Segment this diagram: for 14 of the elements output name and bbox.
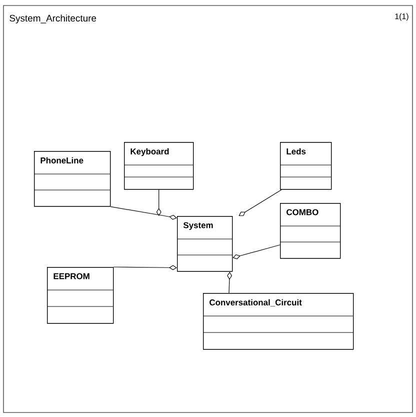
class-box: Keyboard <box>124 142 194 190</box>
class-box: Conversational_Circuit <box>202 293 354 350</box>
class-box: EEPROM <box>46 267 114 324</box>
aggregation-line <box>238 189 282 216</box>
aggregation-line <box>227 272 232 294</box>
class-box: System <box>176 216 233 272</box>
aggregation-line <box>232 244 280 260</box>
class-box: PhoneLine <box>34 151 111 207</box>
class-box: COMBO <box>280 203 341 259</box>
class-box: Leds <box>280 142 332 190</box>
aggregation-line <box>156 189 162 216</box>
aggregation-line <box>113 265 177 270</box>
diagram-title: System_Architecture <box>10 14 96 24</box>
aggregation-line <box>110 206 177 220</box>
